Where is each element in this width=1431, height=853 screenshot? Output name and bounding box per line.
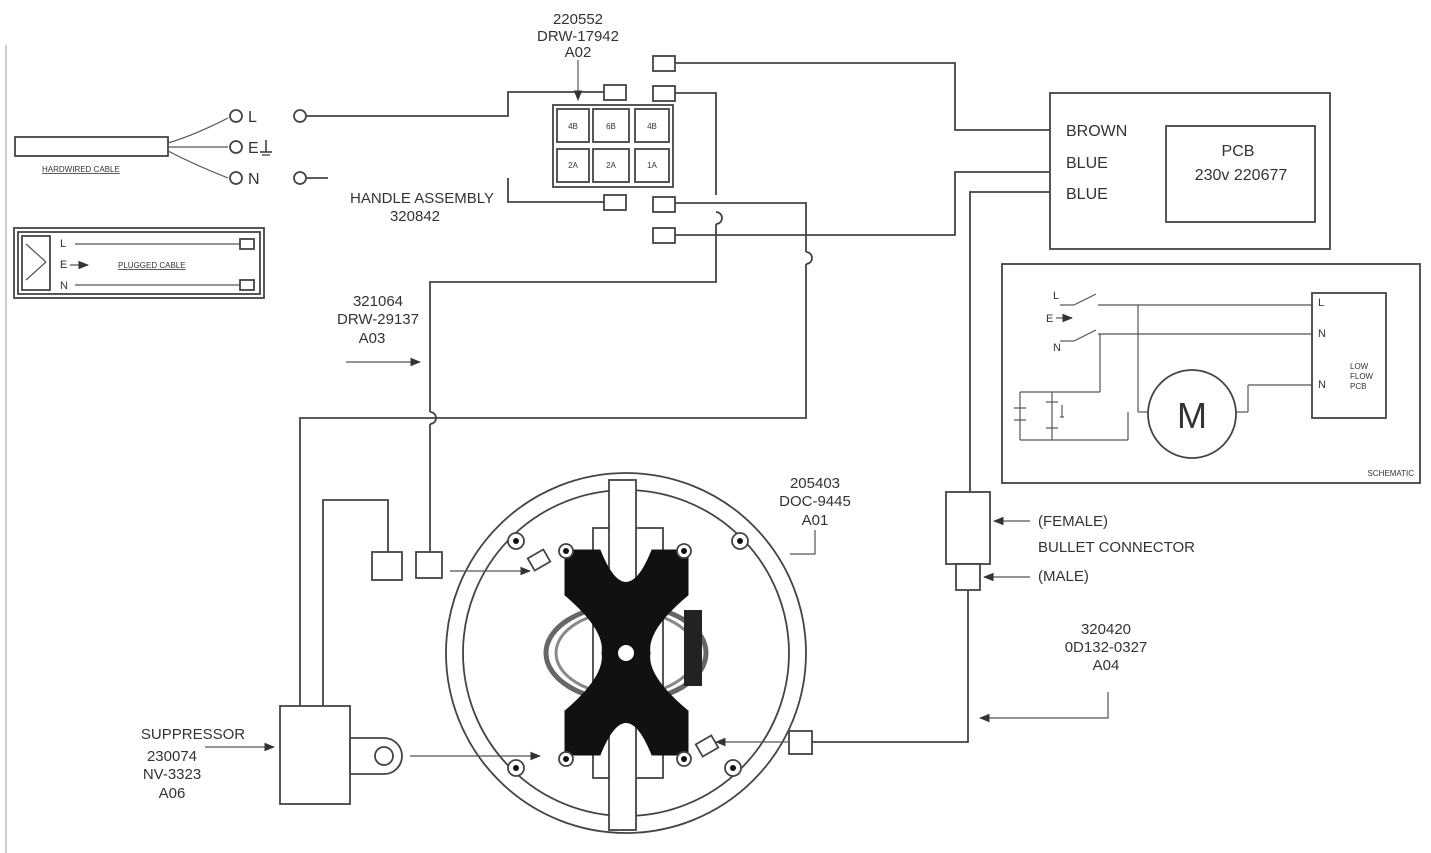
schematic-motor-label: M bbox=[1177, 395, 1207, 436]
handle-drawing: DRW-17942 bbox=[537, 28, 619, 45]
handle-rev: A02 bbox=[565, 44, 592, 61]
hardwired-cable-label: HARDWIRED CABLE bbox=[42, 165, 120, 174]
schem-n-label: N bbox=[1053, 342, 1061, 354]
plugged-l-label: L bbox=[60, 238, 66, 250]
lead-part: 0D132-0327 bbox=[1065, 639, 1148, 656]
schematic-caption: SCHEMATIC bbox=[1367, 469, 1414, 478]
wire-brown-label: BROWN bbox=[1066, 123, 1127, 140]
handle-assembly: 220552 DRW-17942 A02 4B 6B 4B 2A 2A 1A H… bbox=[350, 11, 676, 244]
handle-cell-1: 4B bbox=[568, 122, 578, 131]
schematic-motor-icon bbox=[1147, 369, 1237, 459]
plugged-n-label: N bbox=[60, 280, 68, 292]
lead-rev: A04 bbox=[1093, 657, 1120, 674]
plugged-cable-label: PLUGGED CABLE bbox=[118, 261, 186, 270]
motor-doc: DOC-9445 bbox=[779, 493, 851, 510]
schem-pcb-label-3: PCB bbox=[1350, 382, 1366, 391]
harness-label: 321064 DRW-29137 A03 bbox=[337, 293, 422, 367]
wire-blue-1-label: BLUE bbox=[1066, 155, 1108, 172]
bullet-name: BULLET CONNECTOR bbox=[1038, 539, 1195, 556]
wire-blue-2-label: BLUE bbox=[1066, 186, 1108, 203]
motor-assembly bbox=[445, 472, 807, 834]
motor-rev: A01 bbox=[802, 512, 829, 529]
schem-e-label: E bbox=[1046, 313, 1053, 325]
hardwired-cable: L E N HARDWIRED CABLE bbox=[14, 109, 272, 188]
handle-cell-6: 1A bbox=[647, 161, 657, 170]
handle-code: 220552 bbox=[553, 11, 603, 28]
schem-pcb-label-1: LOW bbox=[1350, 362, 1369, 371]
schem-l-label: L bbox=[1053, 290, 1059, 302]
handle-part: 320842 bbox=[390, 208, 440, 225]
harness-drawing: DRW-29137 bbox=[337, 311, 419, 328]
suppressor-rev: A06 bbox=[159, 785, 186, 802]
suppressor-code: 230074 bbox=[147, 748, 197, 765]
terminal-e-label: E bbox=[248, 140, 259, 157]
plugged-cable: L E N PLUGGED CABLE bbox=[13, 227, 265, 299]
schematic: L E N M L N N LOW bbox=[1001, 263, 1421, 484]
pcb-box: BROWN BLUE BLUE PCB 230v 220677 bbox=[1049, 92, 1331, 250]
handle-name: HANDLE ASSEMBLY bbox=[350, 190, 494, 207]
bullet-female: (FEMALE) bbox=[1038, 513, 1108, 530]
plugged-e-label: E bbox=[60, 259, 67, 271]
terminal-e bbox=[229, 140, 243, 154]
bullet-male: (MALE) bbox=[1038, 568, 1089, 585]
earth-ground-icon bbox=[260, 140, 272, 156]
lead-code: 320420 bbox=[1081, 621, 1131, 638]
harness-code: 321064 bbox=[353, 293, 403, 310]
harness-rev: A03 bbox=[359, 330, 386, 347]
handle-cell-4: 2A bbox=[568, 161, 578, 170]
lead-label: 320420 0D132-0327 A04 bbox=[978, 621, 1148, 723]
schem-pcb-n2: N bbox=[1318, 379, 1326, 391]
schem-pcb-n1: N bbox=[1318, 328, 1326, 340]
pcb-title: PCB bbox=[1222, 143, 1255, 160]
schem-pcb-l: L bbox=[1318, 297, 1324, 309]
schem-pcb-label-2: FLOW bbox=[1350, 372, 1374, 381]
bullet-connector: (FEMALE) BULLET CONNECTOR (MALE) bbox=[945, 491, 1195, 591]
terminal-n-label: N bbox=[248, 171, 260, 188]
suppressor-doc: NV-3323 bbox=[143, 766, 201, 783]
terminal-l-label: L bbox=[248, 109, 257, 126]
suppressor-name: SUPPRESSOR bbox=[141, 726, 245, 743]
handle-input-l bbox=[293, 109, 307, 123]
handle-input-n bbox=[293, 171, 307, 185]
terminal-n bbox=[229, 171, 243, 185]
suppressor: SUPPRESSOR 230074 NV-3323 A06 bbox=[141, 705, 542, 805]
handle-cell-2: 6B bbox=[606, 122, 616, 131]
terminal-l bbox=[229, 109, 243, 123]
motor-label: 205403 DOC-9445 A01 bbox=[779, 475, 851, 555]
handle-cell-3: 4B bbox=[647, 122, 657, 131]
handle-cell-5: 2A bbox=[606, 161, 616, 170]
pcb-spec: 230v 220677 bbox=[1195, 167, 1288, 184]
motor-code: 205403 bbox=[790, 475, 840, 492]
